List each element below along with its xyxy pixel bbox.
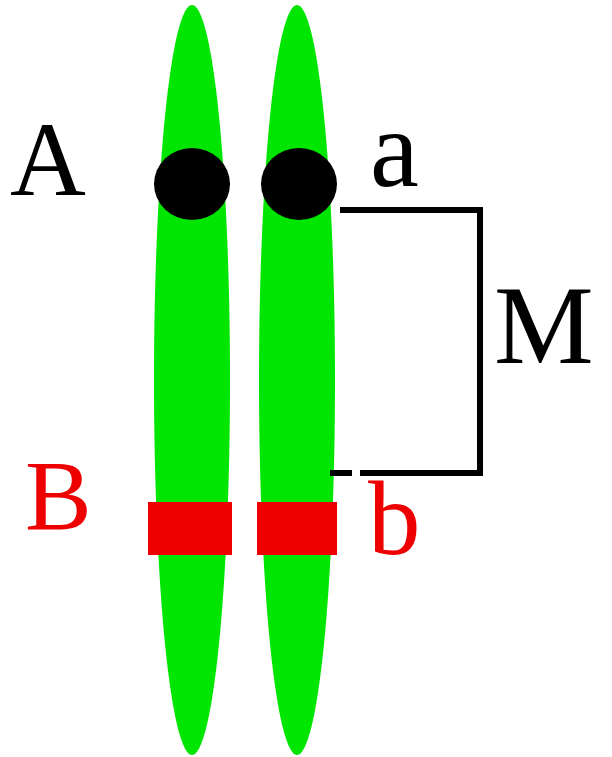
allele-label: B: [25, 446, 92, 546]
gene-locus-band: [257, 502, 337, 555]
distance-bracket: [340, 210, 480, 473]
gene-locus-band: [148, 502, 232, 555]
chromosome: [154, 5, 230, 755]
bracket-tick: [330, 470, 352, 476]
gene-locus-dot: [154, 148, 230, 220]
distance-label: M: [494, 269, 594, 381]
gene-locus-dot: [261, 148, 337, 220]
allele-label: A: [10, 107, 86, 212]
allele-label: a: [370, 94, 419, 204]
chromosome: [259, 5, 335, 755]
allele-label: b: [368, 466, 421, 571]
